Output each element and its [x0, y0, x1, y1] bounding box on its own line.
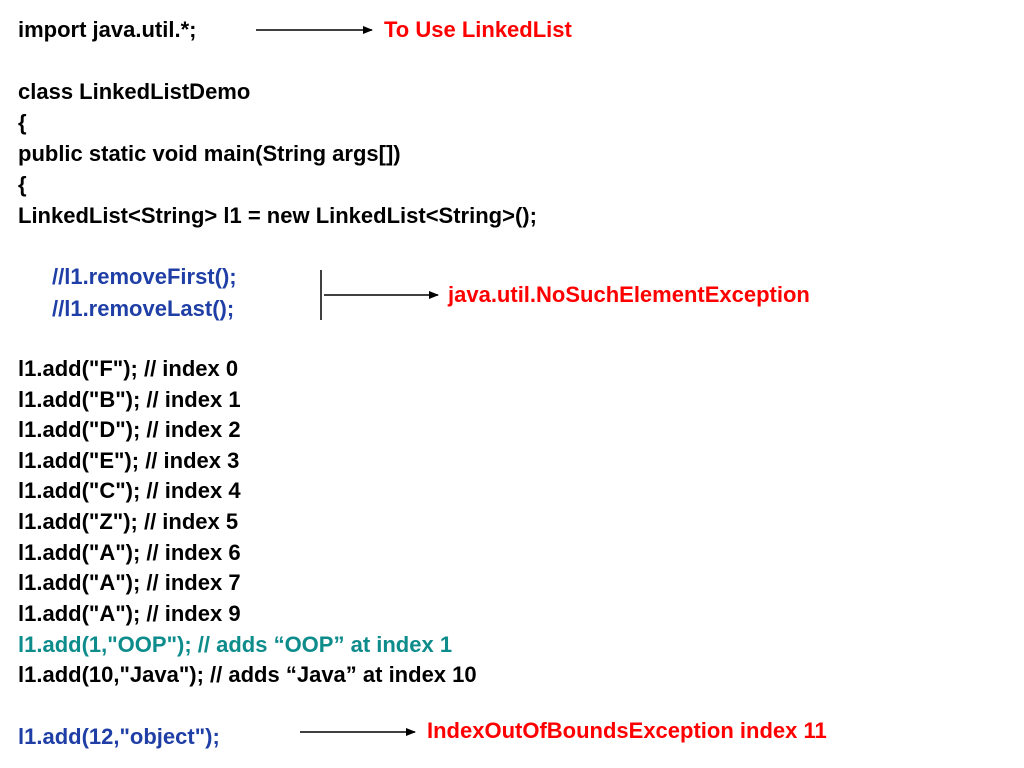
annotation-bounds-note: IndexOutOfBoundsException index 11 — [427, 718, 827, 743]
code-line-add-a-7: l1.add("A"); // index 7 — [18, 570, 241, 595]
code-line-add-object: l1.add(12,"object"); — [18, 724, 220, 749]
code-line-add-b: l1.add("B"); // index 1 — [18, 387, 241, 412]
code-line-add-e: l1.add("E"); // index 3 — [18, 448, 240, 473]
code-line-add-oop: l1.add(1,"OOP"); // adds “OOP” at index … — [18, 632, 453, 657]
annotation-remove-note: java.util.NoSuchElementException — [448, 282, 810, 307]
code-line-main-decl: public static void main(String args[]) — [18, 141, 401, 166]
code-line-linkedlist-new: LinkedList<String> l1 = new LinkedList<S… — [18, 203, 537, 228]
code-line-add-java: l1.add(10,"Java"); // adds “Java” at ind… — [18, 662, 477, 687]
code-line-class-decl: class LinkedListDemo — [18, 79, 251, 104]
code-line-remove-first: //l1.removeFirst(); — [52, 264, 237, 289]
code-line-open-brace-2: { — [18, 172, 27, 197]
annotation-import-note: To Use LinkedList — [384, 17, 572, 42]
code-line-add-a-9: l1.add("A"); // index 9 — [18, 601, 241, 626]
code-line-add-f: l1.add("F"); // index 0 — [18, 356, 239, 381]
code-line-import: import java.util.*; — [18, 17, 197, 42]
code-line-open-brace: { — [18, 110, 27, 135]
code-line-add-z: l1.add("Z"); // index 5 — [18, 509, 239, 534]
code-line-add-d: l1.add("D"); // index 2 — [18, 417, 241, 442]
code-line-add-a-6: l1.add("A"); // index 6 — [18, 540, 241, 565]
code-line-remove-last: //l1.removeLast(); — [52, 296, 235, 321]
code-line-add-c: l1.add("C"); // index 4 — [18, 478, 241, 503]
